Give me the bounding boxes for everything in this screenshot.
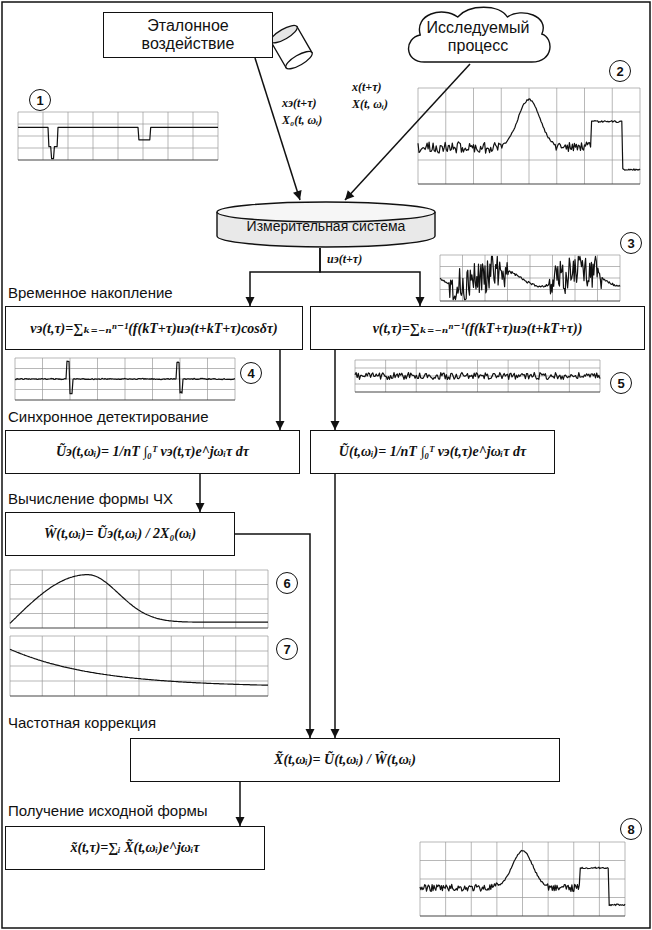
connector: [196, 474, 205, 512]
process-cloud: Исследуемый процесс: [402, 4, 554, 64]
sensor-symbol: [269, 22, 315, 72]
callout-number: 1: [29, 89, 51, 111]
callout-number: 2: [609, 60, 631, 82]
connector: [320, 248, 425, 306]
callout-number: 4: [240, 362, 262, 384]
shape-label: Исследуемый процесс: [419, 19, 537, 56]
connector: [331, 350, 340, 430]
formula-box: X̃(t,ωᵢ)= Ũ(t,ωᵢ) / Ŵ(t,ωᵢ): [130, 738, 560, 782]
reference-signal-plot: [18, 112, 218, 160]
stage-heading: Синхронное детектирование: [8, 408, 209, 425]
connector: [246, 248, 321, 306]
connector-line: [320, 248, 420, 306]
signal-label: uэ(t+τ): [327, 252, 362, 267]
arrow-head: [246, 297, 255, 306]
arrow-head: [331, 729, 340, 738]
connector-line: [334, 350, 336, 430]
restored-signal-plot: [420, 842, 625, 916]
accumulated-signal-plot: [355, 360, 600, 392]
callout-number: 5: [610, 372, 632, 394]
connector: [236, 782, 245, 826]
arrow-head: [293, 190, 302, 200]
formula-box: x̃(t,τ)=∑ᵢ X̃(t,ωᵢ)e^jωᵢτ: [5, 826, 265, 870]
connector-line: [334, 474, 336, 738]
box-text: x̃(t,τ)=∑ᵢ X̃(t,ωᵢ)e^jωᵢτ: [70, 840, 199, 856]
process-signal-plot: [418, 88, 640, 184]
box-text: vэ(t,τ)=∑ₖ₌₋ₙⁿ⁻¹(f(kT+τ)uэ(t+kT+τ)cosδτ): [30, 320, 277, 337]
stage-heading: Частотная коррекция: [8, 714, 156, 731]
measured-signal-plot: [440, 255, 620, 301]
connector: [345, 64, 470, 200]
box-text: Ŵ(t,ωᵢ)= Ũэ(t,ωᵢ) / 2X₀(ωᵢ): [44, 526, 196, 542]
signal-label: xэ(t+τ): [282, 96, 316, 111]
signal-label: X₀(t, ωᵢ): [282, 113, 322, 128]
formula-box: vэ(t,τ)=∑ₖ₌₋ₙⁿ⁻¹(f(kT+τ)uэ(t+kT+τ)cosδτ): [5, 306, 303, 350]
callout-number: 3: [620, 232, 642, 254]
connector-line: [279, 350, 281, 430]
connector: [255, 58, 302, 200]
signal-label: x(t+τ): [352, 80, 382, 95]
box-text: Ũ(t,ωᵢ)= 1/nT ∫₀ᵀ vэ(t,τ)e^jωᵢτ dτ: [339, 444, 526, 460]
connector-line: [250, 248, 320, 306]
box-text: Эталонное воздействие: [114, 17, 262, 54]
system-cylinder: Измерительная система: [215, 200, 437, 248]
box-text: v(t,τ)=∑ₖ₌₋ₙⁿ⁻¹(f(kT+τ)uэ(t+kT+τ)): [373, 320, 583, 337]
connector: [331, 474, 340, 738]
connector-line: [235, 534, 310, 738]
box-text: X̃(t,ωᵢ)= Ũ(t,ωᵢ) / Ŵ(t,ωᵢ): [274, 752, 416, 768]
callout-number: 7: [276, 638, 298, 660]
formula-box: v(t,τ)=∑ₖ₌₋ₙⁿ⁻¹(f(kT+τ)uэ(t+kT+τ)): [310, 306, 645, 350]
phase-response-plot: [10, 636, 268, 696]
callout-number: 8: [620, 818, 642, 840]
formula-box: Ũэ(t,ωᵢ)= 1/nT ∫₀ᵀ vэ(t,τ)e^jωᵢτ dτ: [5, 430, 300, 474]
arrow-head: [236, 817, 245, 826]
arrow-head: [276, 421, 285, 430]
arrow-head: [306, 729, 315, 738]
formula-box: Ũ(t,ωᵢ)= 1/nT ∫₀ᵀ vэ(t,τ)e^jωᵢτ dτ: [310, 430, 555, 474]
connector-line: [345, 64, 470, 200]
stage-heading: Вычисление формы ЧХ: [8, 490, 173, 507]
connector: [276, 350, 285, 430]
stage-heading: Временное накопление: [8, 284, 173, 301]
connector-line: [255, 58, 300, 200]
callout-number: 6: [276, 572, 298, 594]
shape-label: Измерительная система: [247, 218, 406, 234]
arrow-head: [196, 503, 205, 512]
connector: [235, 534, 315, 738]
arrow-head: [331, 421, 340, 430]
arrow-head: [416, 297, 425, 306]
arrow-head: [345, 190, 354, 200]
accumulated-reference-plot: [15, 358, 235, 400]
stage-heading: Получение исходной формы: [8, 802, 208, 819]
box-text: Ũэ(t,ωᵢ)= 1/nT ∫₀ᵀ vэ(t,τ)e^jωᵢτ dτ: [56, 444, 249, 460]
source-box: Эталонное воздействие: [103, 12, 273, 58]
formula-box: Ŵ(t,ωᵢ)= Ũэ(t,ωᵢ) / 2X₀(ωᵢ): [5, 512, 235, 556]
amplitude-response-plot: [10, 570, 268, 628]
signal-label: X(t, ωᵢ): [352, 97, 388, 112]
